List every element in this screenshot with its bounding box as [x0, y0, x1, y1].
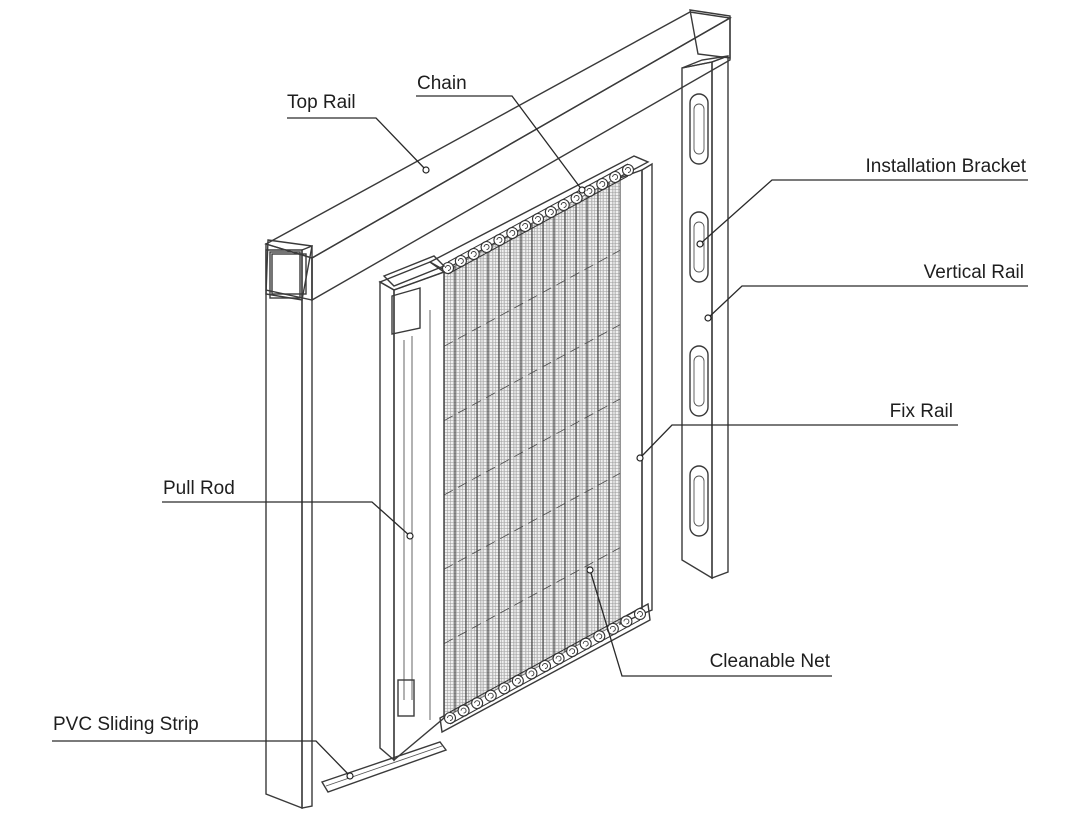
vertical-rail [681, 54, 729, 580]
labels: Top Rail Chain Installation Bracket Vert… [53, 73, 1027, 735]
leaders [52, 95, 1028, 780]
chain-bottom [443, 607, 647, 725]
label-fix-rail: Fix Rail [890, 401, 953, 422]
cleanable-net [443, 175, 621, 719]
bracket-4 [689, 465, 709, 537]
net-horizontal-lines [443, 249, 621, 645]
top-rail [264, 9, 733, 302]
pull-rod [378, 255, 446, 762]
chain-top [441, 163, 635, 275]
label-pull-rod: Pull Rod [163, 478, 235, 499]
bracket-2 [689, 211, 709, 283]
pvc-sliding-strip [320, 741, 448, 793]
label-pvc-sliding-strip: PVC Sliding Strip [53, 714, 199, 735]
label-top-rail: Top Rail [287, 92, 356, 113]
bracket-1 [689, 93, 709, 165]
bracket-3 [689, 345, 709, 417]
installation-brackets [689, 93, 709, 537]
label-chain: Chain [417, 73, 467, 94]
label-vertical-rail: Vertical Rail [924, 262, 1024, 283]
left-post [265, 239, 313, 810]
label-installation-bracket: Installation Bracket [865, 156, 1026, 177]
label-cleanable-net: Cleanable Net [710, 651, 831, 672]
